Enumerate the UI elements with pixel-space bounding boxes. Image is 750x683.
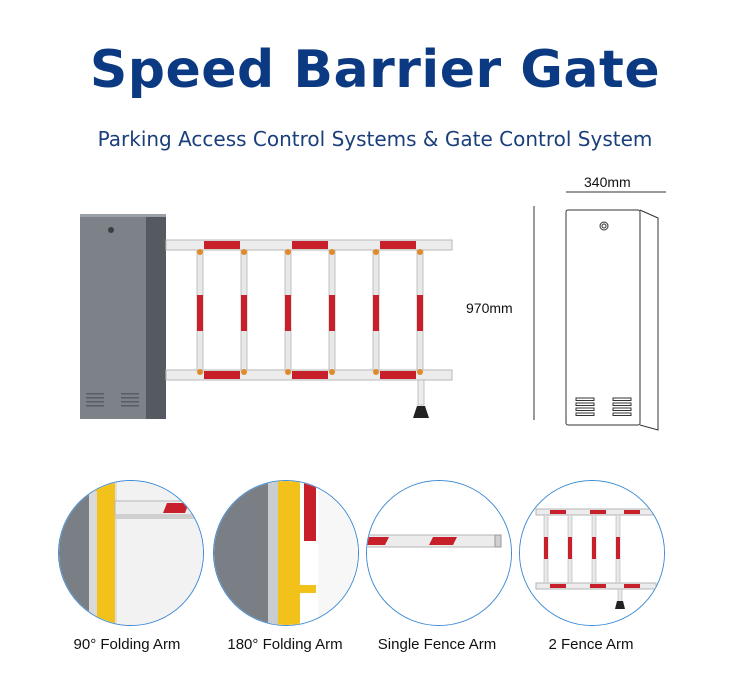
caption-90-folding-arm: 90° Folding Arm (73, 636, 181, 653)
support-foot-icon (413, 406, 429, 418)
height-dimension-label: 970mm (466, 300, 513, 316)
width-dimension-label: 340mm (584, 174, 631, 190)
key-lock-icon (108, 227, 114, 233)
variant-180-folding-arm-image (213, 480, 359, 626)
key-lock-icon (599, 221, 609, 231)
variant-2-fence-arm-image (519, 480, 665, 626)
variant-single-fence-arm-image (366, 480, 512, 626)
caption-180-folding-arm: 180° Folding Arm (227, 636, 343, 653)
gate-cabinet (80, 214, 182, 419)
cabinet-line-drawing (565, 209, 659, 431)
fence-arm (165, 239, 453, 418)
page-title: Speed Barrier Gate (89, 40, 661, 100)
variant-90-folding-arm-image (58, 480, 204, 626)
page-subtitle: Parking Access Control Systems & Gate Co… (97, 127, 653, 151)
caption-2-fence-arm: 2 Fence Arm (548, 636, 634, 653)
support-foot-icon (615, 601, 625, 609)
caption-single-fence-arm: Single Fence Arm (377, 636, 497, 653)
